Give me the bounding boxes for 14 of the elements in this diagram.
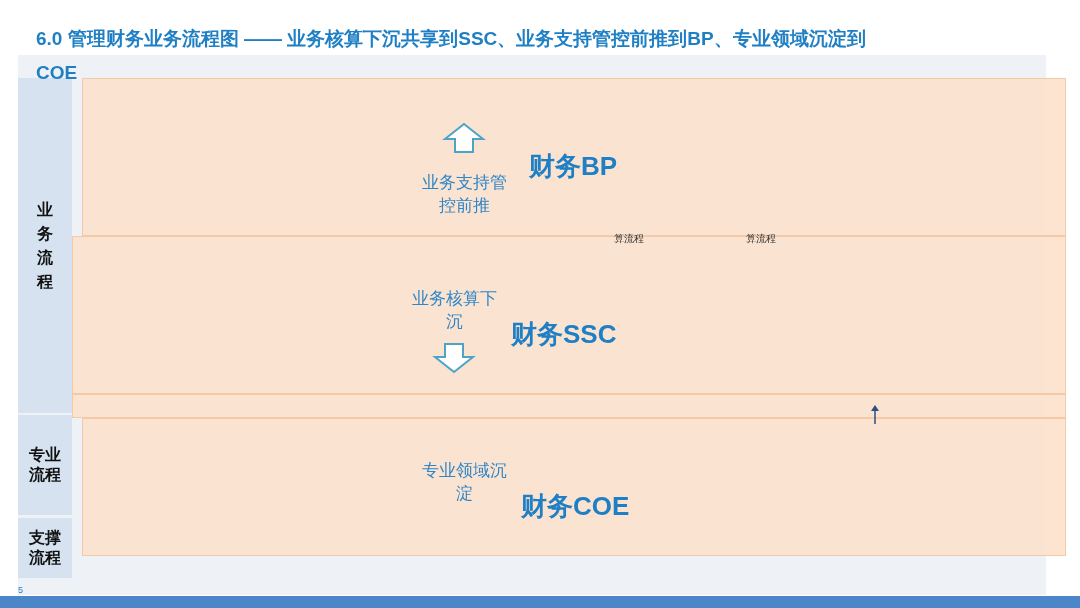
small-label: 算流程	[746, 232, 776, 246]
small-label: 算流程	[614, 232, 644, 246]
page-number: 5	[18, 585, 23, 595]
band-note: 业务支持管控前推	[420, 172, 508, 217]
band-note: 专业领域沉淀	[420, 460, 508, 505]
row-label: 业务流程	[36, 199, 54, 292]
band-title: 财务BP	[529, 150, 618, 183]
row-label: 支撑流程	[28, 528, 62, 568]
slide-title: 6.0 管理财务业务流程图 —— 业务核算下沉共享到SSC、业务支持管控前推到BP、专业领域沉淀到COE	[36, 27, 867, 85]
row-label: 专业流程	[28, 445, 62, 485]
band-title: 财务SSC	[511, 318, 617, 351]
band-panel	[82, 418, 1066, 556]
band-note: 业务核算下沉	[410, 288, 498, 333]
band-title: 财务COE	[521, 490, 630, 523]
